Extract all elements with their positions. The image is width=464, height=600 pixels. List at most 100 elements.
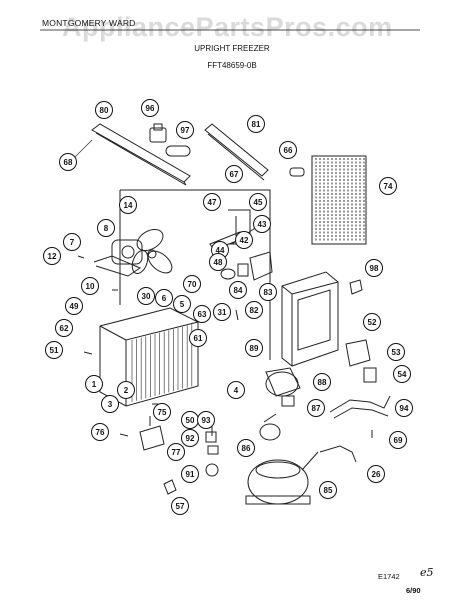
callout-26: 26 xyxy=(367,465,385,483)
svg-text:49: 49 xyxy=(70,302,79,311)
svg-text:8: 8 xyxy=(104,224,109,233)
svg-text:2: 2 xyxy=(124,386,129,395)
callout-68: 68 xyxy=(59,153,77,171)
callout-70: 70 xyxy=(183,275,201,293)
power-cord xyxy=(319,445,357,463)
svg-text:63: 63 xyxy=(198,310,207,319)
callout-3: 3 xyxy=(101,395,119,413)
svg-text:75: 75 xyxy=(158,408,167,417)
handwritten-mark: e5 xyxy=(420,566,434,579)
callout-81: 81 xyxy=(247,115,265,133)
callout-83: 83 xyxy=(259,283,277,301)
fan-motor xyxy=(93,239,143,277)
svg-text:31: 31 xyxy=(218,308,227,317)
svg-text:48: 48 xyxy=(214,258,223,267)
callout-94: 94 xyxy=(395,399,413,417)
svg-text:43: 43 xyxy=(258,220,267,229)
callout-86: 86 xyxy=(237,439,255,457)
compressor-relay xyxy=(265,367,301,407)
callout-85: 85 xyxy=(319,481,337,499)
callout-8: 8 xyxy=(97,219,115,237)
svg-text:92: 92 xyxy=(186,434,195,443)
svg-text:3: 3 xyxy=(108,400,113,409)
svg-text:84: 84 xyxy=(234,286,243,295)
svg-text:12: 12 xyxy=(48,252,57,261)
svg-text:80: 80 xyxy=(100,106,109,115)
callout-4: 4 xyxy=(227,381,245,399)
svg-text:57: 57 xyxy=(176,502,185,511)
svg-text:54: 54 xyxy=(398,370,407,379)
callout-7: 7 xyxy=(63,233,81,251)
callout-96: 96 xyxy=(141,99,159,117)
callout-80: 80 xyxy=(95,101,113,119)
callout-45: 45 xyxy=(249,193,267,211)
callout-77: 77 xyxy=(167,443,185,461)
svg-text:66: 66 xyxy=(284,146,293,155)
svg-text:88: 88 xyxy=(318,378,327,387)
svg-text:14: 14 xyxy=(124,201,133,210)
leader xyxy=(73,139,93,159)
model-number: FFT48659-0B xyxy=(207,61,257,70)
callout-5: 5 xyxy=(173,295,191,313)
small-fastener xyxy=(163,479,177,495)
condenser-coil xyxy=(311,155,367,245)
svg-text:96: 96 xyxy=(146,104,155,113)
compressor xyxy=(245,451,319,505)
svg-text:44: 44 xyxy=(216,246,225,255)
callout-66: 66 xyxy=(279,141,297,159)
svg-text:1: 1 xyxy=(92,380,97,389)
liner-box xyxy=(281,271,339,367)
small-cylinder-part xyxy=(289,167,305,177)
clip-part xyxy=(349,279,363,295)
callout-50: 50 xyxy=(181,411,199,429)
svg-text:83: 83 xyxy=(264,288,273,297)
svg-text:68: 68 xyxy=(64,158,73,167)
callout-88: 88 xyxy=(313,373,331,391)
callout-87: 87 xyxy=(307,399,325,417)
callout-12: 12 xyxy=(43,247,61,265)
callout-47: 47 xyxy=(203,193,221,211)
callout-57: 57 xyxy=(171,497,189,515)
callout-82: 82 xyxy=(245,301,263,319)
svg-text:94: 94 xyxy=(400,404,409,413)
callout-2: 2 xyxy=(117,381,135,399)
condenser-pan xyxy=(99,307,199,407)
callout-48: 48 xyxy=(209,253,227,271)
svg-text:77: 77 xyxy=(172,448,181,457)
callout-1: 1 xyxy=(85,375,103,393)
svg-text:7: 7 xyxy=(70,238,75,247)
bracket-parts-right xyxy=(345,339,377,383)
callout-61: 61 xyxy=(189,329,207,347)
callout-67: 67 xyxy=(225,165,243,183)
svg-text:70: 70 xyxy=(188,280,197,289)
figure-code: E1742 xyxy=(378,572,400,581)
svg-text:53: 53 xyxy=(392,348,401,357)
callout-75: 75 xyxy=(153,403,171,421)
callout-74: 74 xyxy=(379,177,397,195)
brand-label: MONTGOMERY WARD xyxy=(42,18,136,28)
svg-text:30: 30 xyxy=(142,292,151,301)
callout-63: 63 xyxy=(193,305,211,323)
svg-text:93: 93 xyxy=(202,416,211,425)
svg-text:82: 82 xyxy=(250,306,259,315)
callout-84: 84 xyxy=(229,281,247,299)
svg-text:97: 97 xyxy=(181,126,190,135)
capacitor xyxy=(165,145,191,157)
fan-blade xyxy=(131,229,173,275)
watermark: AppliancePartsPros.com xyxy=(62,12,393,42)
callout-6: 6 xyxy=(155,289,173,307)
svg-text:98: 98 xyxy=(370,264,379,273)
svg-text:89: 89 xyxy=(250,344,259,353)
callout-43: 43 xyxy=(253,215,271,233)
svg-text:76: 76 xyxy=(96,428,105,437)
callout-62: 62 xyxy=(55,319,73,337)
callout-93: 93 xyxy=(197,411,215,429)
svg-text:26: 26 xyxy=(372,470,381,479)
svg-text:61: 61 xyxy=(194,334,203,343)
shroud-parts xyxy=(220,251,273,281)
callout-31: 31 xyxy=(213,303,231,321)
callout-52: 52 xyxy=(363,313,381,331)
svg-text:50: 50 xyxy=(186,416,195,425)
svg-text:86: 86 xyxy=(242,444,251,453)
